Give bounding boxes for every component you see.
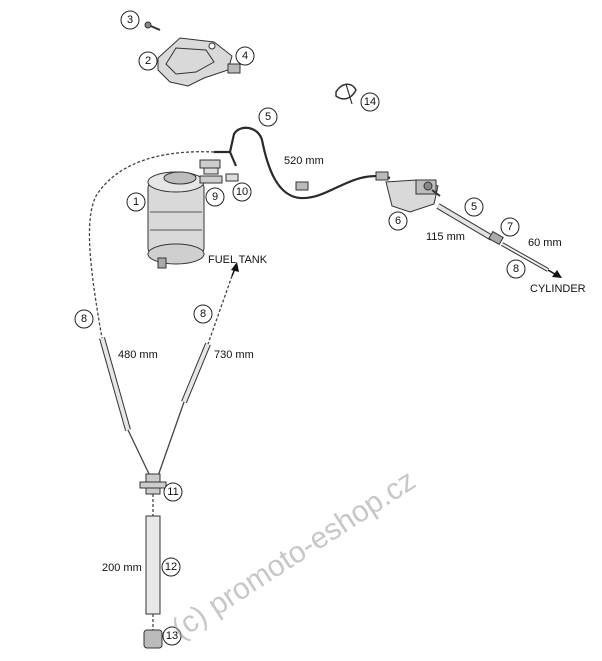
fittings-9-10 <box>203 167 239 182</box>
callout-9: 9 <box>205 187 225 207</box>
hose-480mm <box>88 151 215 477</box>
dim-60mm: 60 mm <box>528 237 562 249</box>
svg-text:8: 8 <box>200 308 206 320</box>
hose-200mm <box>145 494 161 632</box>
svg-text:6: 6 <box>395 215 401 227</box>
callout-8-left: 8 <box>74 309 94 329</box>
svg-text:11: 11 <box>167 486 178 498</box>
svg-text:8: 8 <box>513 263 519 275</box>
callout-8-mid: 8 <box>193 304 213 324</box>
label-cylinder: CYLINDER <box>530 283 586 295</box>
callout-2: 2 <box>138 51 158 71</box>
callout-13: 13 <box>162 626 182 646</box>
svg-text:7: 7 <box>507 221 513 233</box>
watermark: (c) promoto-eshop.cz <box>166 464 422 646</box>
svg-text:5: 5 <box>265 111 271 123</box>
svg-text:3: 3 <box>127 14 133 26</box>
svg-text:14: 14 <box>364 96 376 108</box>
canister-bracket <box>144 21 241 87</box>
dim-115mm: 115 mm <box>426 231 465 243</box>
callout-3: 3 <box>120 10 140 30</box>
dim-480mm: 480 mm <box>118 349 158 361</box>
arrow-to-cylinder <box>547 269 562 278</box>
svg-text:9: 9 <box>212 191 218 203</box>
callout-14: 14 <box>360 92 380 112</box>
callout-6: 6 <box>388 211 408 231</box>
svg-text:13: 13 <box>166 630 178 642</box>
svg-text:10: 10 <box>236 186 248 198</box>
hose-730mm <box>157 262 239 477</box>
svg-text:8: 8 <box>81 313 87 325</box>
callout-5-top: 5 <box>258 107 278 127</box>
hose-520mm <box>214 126 391 200</box>
svg-text:2: 2 <box>145 55 151 67</box>
vent-filter <box>143 629 163 649</box>
svg-text:12: 12 <box>165 561 177 573</box>
dim-200mm: 200 mm <box>102 562 142 574</box>
callout-7: 7 <box>500 217 520 237</box>
callout-5-right: 5 <box>464 197 484 217</box>
callout-1: 1 <box>126 192 146 212</box>
t-piece <box>139 473 167 495</box>
purge-valve <box>385 179 441 213</box>
callout-12: 12 <box>161 557 181 577</box>
callout-10: 10 <box>232 182 252 202</box>
callout-4: 4 <box>235 46 255 66</box>
svg-text:1: 1 <box>133 196 139 208</box>
dim-520mm: 520 mm <box>284 155 324 167</box>
svg-text:4: 4 <box>242 50 248 62</box>
dim-730mm: 730 mm <box>214 349 254 361</box>
charcoal-canister <box>147 159 223 269</box>
hose-60mm <box>501 242 549 272</box>
hose-115mm <box>436 203 504 246</box>
callout-8-right: 8 <box>506 259 526 279</box>
callout-11: 11 <box>163 482 183 502</box>
svg-text:5: 5 <box>471 201 477 213</box>
hose-clip <box>335 83 357 105</box>
label-fuel-tank: FUEL TANK <box>208 254 268 266</box>
